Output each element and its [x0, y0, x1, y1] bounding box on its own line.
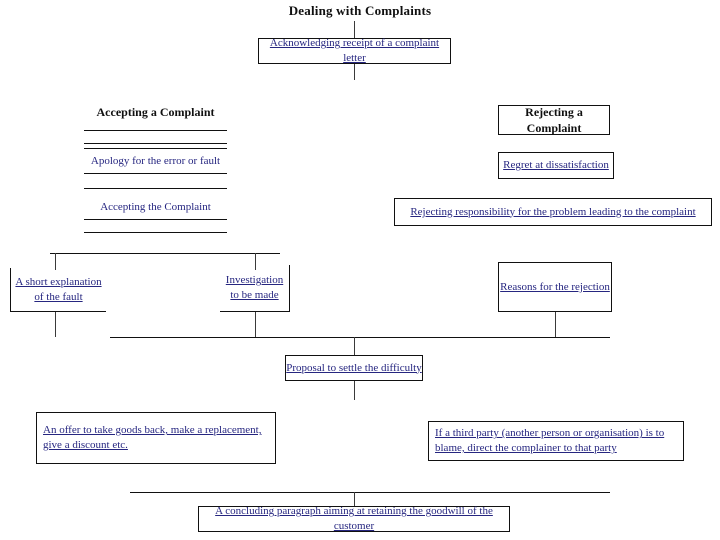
node-acknowledging-receipt: Acknowledging receipt of a complaint let… [258, 37, 451, 64]
node-short-explanation: A short explanation of the fault [10, 268, 106, 312]
node-accepting-the-complaint: Accepting the Complaint [84, 194, 227, 220]
node-apology-for-error: Apology for the error or fault [84, 148, 227, 174]
connector-title-to-root [354, 21, 355, 38]
rule-accepting-middle [84, 188, 227, 189]
connector-to-investigation [255, 253, 256, 270]
node-reasons-for-rejection-label: Reasons for the rejection [500, 280, 610, 293]
node-acknowledging-receipt-label: Acknowledging receipt of a complaint let… [269, 37, 440, 64]
node-third-party: If a third party (another person or orga… [428, 421, 684, 461]
connector-merge-to-proposal [354, 337, 355, 355]
rule-accepting-heading-lower [84, 143, 227, 144]
node-investigation-label: Investigation to be made [225, 274, 284, 301]
connector-reasons-down [555, 312, 556, 337]
node-rejecting-responsibility-label: Rejecting responsibility for the problem… [410, 205, 696, 218]
node-offer-to-take-goods-back: An offer to take goods back, make a repl… [36, 412, 276, 464]
connector-to-short-explanation [55, 253, 56, 270]
node-rejecting-a-complaint-heading: Rejecting a Complaint [498, 105, 610, 135]
connector-merge-bar-conclusion [130, 492, 610, 493]
connector-short-explanation-down [55, 312, 56, 337]
node-third-party-label: If a third party (another person or orga… [435, 427, 665, 454]
node-apology-for-error-label: Apology for the error or fault [90, 155, 221, 167]
node-rejecting-a-complaint-heading-label: Rejecting a Complaint [525, 104, 583, 135]
rule-accepting-lower [84, 232, 227, 233]
node-concluding-paragraph-label: A concluding paragraph aiming at retaini… [215, 505, 493, 532]
node-proposal-to-settle-label: Proposal to settle the difficulty [286, 361, 422, 374]
node-reasons-for-rejection: Reasons for the rejection [498, 262, 612, 312]
node-regret-at-dissatisfaction: Regret at dissatisfaction [498, 152, 614, 179]
diagram-title: Dealing with Complaints [288, 3, 432, 18]
connector-root-down [354, 64, 355, 80]
node-accepting-a-complaint-heading: Accepting a Complaint [84, 105, 227, 131]
node-rejecting-responsibility: Rejecting responsibility for the problem… [394, 198, 712, 226]
connector-merge-to-conclusion [354, 492, 355, 506]
connector-proposal-down [354, 381, 355, 400]
node-investigation: Investigation to be made [220, 265, 290, 312]
connector-accepting-split-bar [50, 253, 280, 254]
node-proposal-to-settle: Proposal to settle the difficulty [285, 355, 423, 381]
node-regret-at-dissatisfaction-label: Regret at dissatisfaction [503, 159, 609, 172]
node-concluding-paragraph: A concluding paragraph aiming at retaini… [198, 505, 510, 532]
connector-investigation-down [255, 312, 256, 337]
node-short-explanation-label: A short explanation of the fault [15, 275, 102, 303]
connector-merge-bar-proposal [110, 337, 610, 338]
node-accepting-the-complaint-label: Accepting the Complaint [100, 200, 211, 213]
node-offer-to-take-goods-back-label: An offer to take goods back, make a repl… [43, 424, 262, 451]
